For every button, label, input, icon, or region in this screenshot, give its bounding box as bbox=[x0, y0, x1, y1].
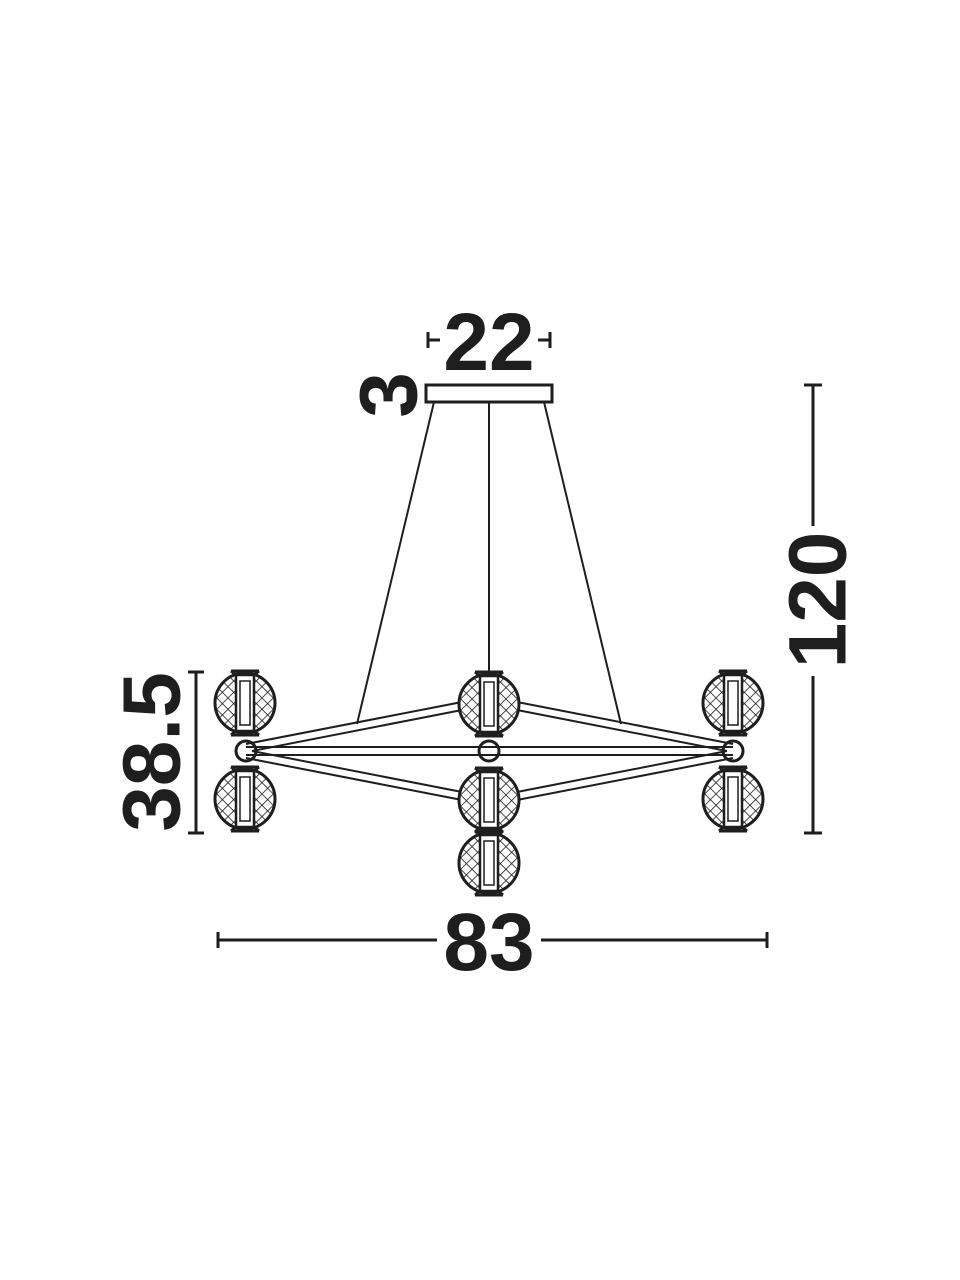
hub-center bbox=[477, 739, 501, 763]
globe-left-top bbox=[213, 669, 277, 737]
dimension-total-height: 120 bbox=[773, 383, 864, 835]
globe-right-top bbox=[701, 669, 765, 737]
hub-nodes bbox=[234, 739, 745, 763]
globe-center-top bbox=[457, 670, 521, 738]
globe-center-middle bbox=[457, 766, 521, 834]
dimension-total-width: 83 bbox=[216, 897, 769, 988]
globe-right-bottom bbox=[701, 765, 765, 833]
canopy-width-label: 22 bbox=[443, 297, 534, 388]
cable-right bbox=[543, 401, 622, 725]
dimension-canopy-width: 22 bbox=[426, 297, 552, 388]
suspension-cables bbox=[356, 401, 622, 725]
hub-left bbox=[234, 739, 258, 763]
globe-left-bottom bbox=[213, 765, 277, 833]
globe-center-bottom bbox=[457, 829, 521, 897]
dimension-lamp-height: 38.5 bbox=[107, 670, 204, 835]
total-width-label: 83 bbox=[443, 897, 534, 988]
dimension-canopy-height: 3 bbox=[344, 372, 435, 418]
lamp-globes bbox=[213, 669, 765, 897]
lamp-height-label: 38.5 bbox=[107, 672, 198, 832]
cable-left bbox=[356, 401, 435, 725]
total-height-label: 120 bbox=[773, 532, 864, 669]
hub-right bbox=[721, 739, 745, 763]
frame-arms bbox=[245, 701, 734, 801]
canopy-height-label: 3 bbox=[344, 372, 435, 418]
